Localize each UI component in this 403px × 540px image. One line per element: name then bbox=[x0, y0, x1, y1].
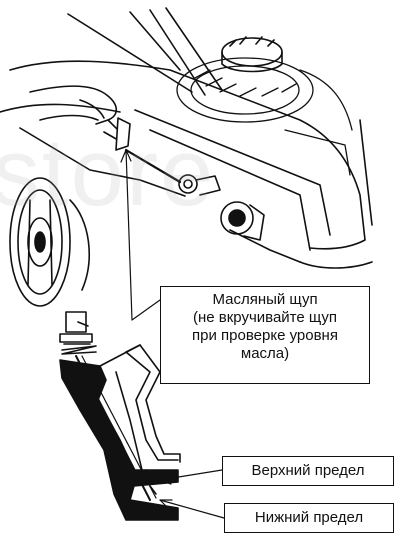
mower-handle bbox=[67, 7, 223, 96]
lower-limit-callout: Нижний предел bbox=[224, 503, 394, 533]
engine-fins bbox=[176, 57, 353, 176]
dipstick-callout-line2: (не вкручивайте щуп bbox=[192, 309, 338, 326]
upper-limit-leader bbox=[159, 469, 223, 481]
filler-neck bbox=[178, 174, 265, 241]
filler-neck-section bbox=[59, 344, 181, 521]
upper-limit-callout: Верхний предел bbox=[222, 456, 394, 486]
dipstick-callout: Масляный щуп (не вкручивайте щуп при про… bbox=[160, 286, 370, 384]
mower-body bbox=[0, 60, 373, 269]
hand bbox=[29, 85, 182, 184]
dipstick-leader bbox=[125, 149, 161, 321]
wheel bbox=[9, 177, 90, 307]
dipstick-callout-line4: масла) bbox=[240, 345, 290, 362]
dipstick-callout-line1: Масляный щуп bbox=[212, 291, 318, 308]
lower-limit-leader bbox=[159, 499, 225, 519]
dipstick-callout-line3: при проверке уровня bbox=[192, 327, 338, 344]
